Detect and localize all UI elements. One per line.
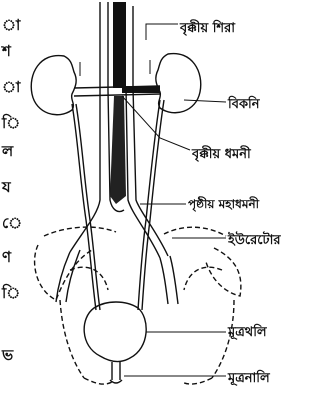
leader-kidney (184, 100, 226, 102)
vena-cava (113, 2, 126, 88)
right-iliac-outer (170, 256, 178, 304)
leader-renal-vein (146, 24, 178, 40)
label-dorsal-aorta: পৃষ্ঠীয় মহাধমনী (188, 196, 260, 213)
renal-vein-right (122, 86, 160, 93)
label-kidney: বিকনি (227, 95, 261, 112)
right-kidney (156, 54, 201, 113)
vena-cava-lower (110, 96, 126, 204)
urethra (110, 362, 122, 383)
label-renal-artery: বৃক্কীয় ধমনী (191, 145, 252, 163)
label-ureter: ইউরেটোর (227, 231, 281, 248)
label-urinary-bladder: মূত্রথলি (227, 323, 268, 341)
left-ureter (72, 104, 96, 310)
label-renal-vein: বৃক্কীয় শিরা (179, 19, 236, 37)
left-iliac (56, 252, 70, 302)
leader-renal-artery (122, 96, 190, 150)
right-ureter (138, 100, 160, 310)
renal-artery-line (74, 94, 160, 96)
left-kidney (31, 56, 76, 115)
aorta-upper (100, 2, 108, 90)
urinary-bladder (84, 302, 146, 362)
label-urethra: মূত্রনালি (227, 369, 271, 387)
right-iliac (160, 258, 168, 304)
